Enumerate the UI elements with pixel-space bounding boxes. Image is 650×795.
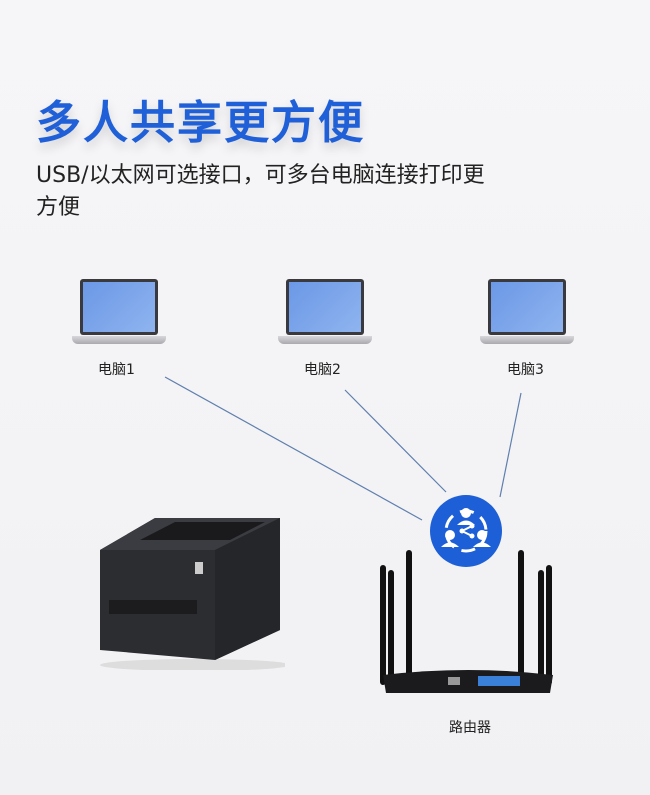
label-printer-image [95,510,290,671]
connection-line-3 [499,392,522,498]
computer-label-1: 电脑1 [98,362,135,378]
laptop-icon [72,279,166,351]
laptop-icon [480,279,574,351]
page-title: 多人共享更方便 [36,96,366,149]
connection-line-1 [164,376,423,521]
computer-label-2: 电脑2 [304,362,341,378]
router-image [378,545,558,695]
share-network-icon [430,495,502,567]
router-label: 路由器 [449,720,491,736]
page-subtitle: USB/以太网可选接口，可多台电脑连接打印更方便 [36,163,485,220]
computer-label-3: 电脑3 [507,362,544,378]
laptop-icon [278,279,372,351]
connection-line-2 [344,389,447,493]
